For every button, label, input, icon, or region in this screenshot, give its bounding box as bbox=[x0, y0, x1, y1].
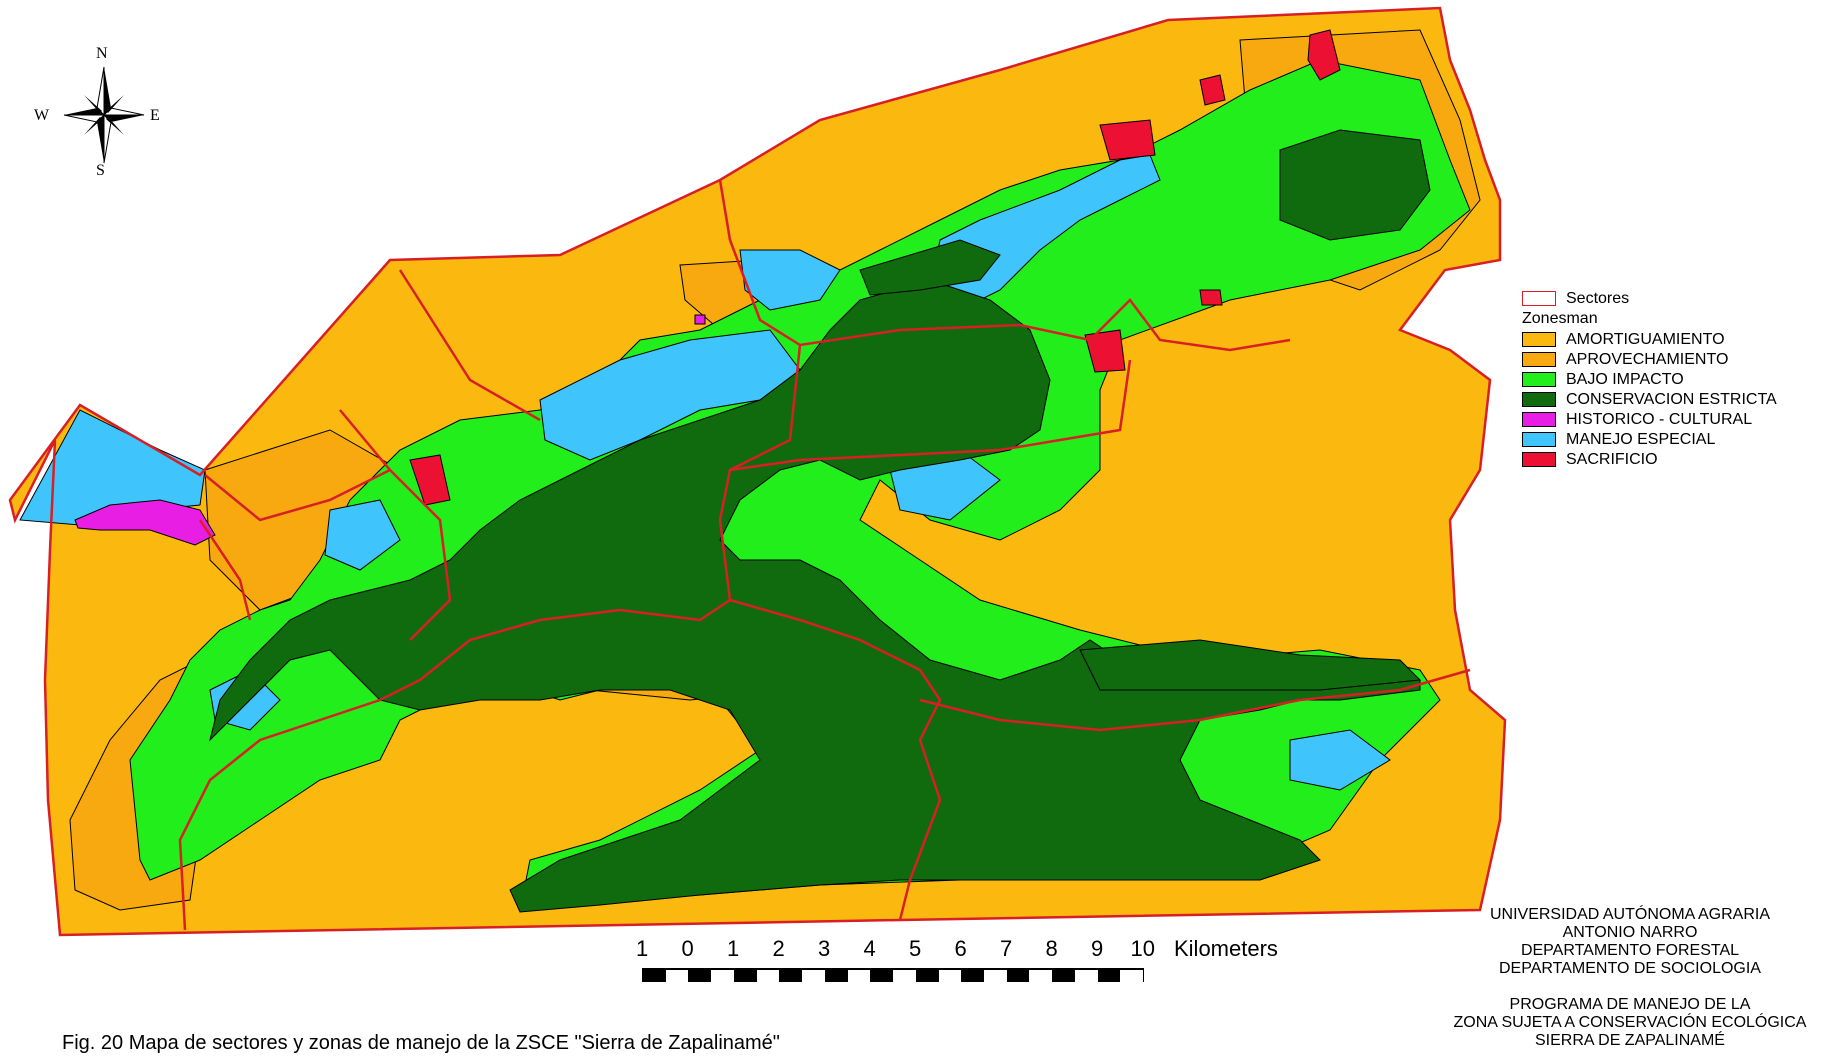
compass-east: E bbox=[150, 107, 160, 124]
amortiguamiento-swatch bbox=[1522, 332, 1556, 347]
compass-west: W bbox=[34, 107, 50, 124]
credit-line: UNIVERSIDAD AUTÓNOMA AGRARIA bbox=[1489, 906, 1771, 923]
credit-line: SIERRA DE ZAPALINAMÉ bbox=[1535, 1032, 1725, 1049]
compass-rose-icon bbox=[63, 66, 145, 164]
scale-unit: Kilometers bbox=[1174, 936, 1278, 961]
scale-segment bbox=[1097, 969, 1121, 982]
zone-manejo-especial bbox=[324, 499, 401, 571]
scale-segment bbox=[688, 969, 712, 982]
scale-segment bbox=[870, 969, 894, 982]
zone-conservacion-estricta bbox=[859, 239, 1001, 296]
zone-sacrificio bbox=[1099, 119, 1156, 161]
credit-line: PROGRAMA DE MANEJO DE LA bbox=[1509, 996, 1751, 1013]
aprovechamiento-swatch bbox=[1522, 352, 1556, 367]
scale-bar bbox=[642, 968, 1144, 982]
scale-segment bbox=[756, 969, 780, 982]
scale-segment bbox=[1052, 969, 1075, 982]
scale-segment bbox=[824, 969, 848, 982]
credit-line: ZONA SUJETA A CONSERVACIÓN ECOLÓGICA bbox=[1453, 1014, 1807, 1031]
scale-segment bbox=[1029, 969, 1053, 982]
zone-sacrificio bbox=[1199, 289, 1223, 306]
scale-segment bbox=[1120, 969, 1144, 982]
zone-conservacion-estricta bbox=[209, 279, 1421, 913]
scale-segment bbox=[1074, 969, 1098, 982]
scale-tick-label: 5 bbox=[909, 936, 922, 961]
zone-sacrificio bbox=[1084, 329, 1126, 373]
zone-historico-cultural bbox=[74, 499, 216, 546]
zone-manejo-especial bbox=[1289, 729, 1391, 791]
credit-line: DEPARTAMENTO FORESTAL bbox=[1520, 942, 1740, 959]
scale-segment bbox=[779, 969, 803, 982]
scale-segment bbox=[802, 969, 825, 982]
bajo-impacto-swatch bbox=[1522, 372, 1556, 387]
scale-segment bbox=[665, 969, 689, 982]
scale-tick-label: 1 bbox=[636, 936, 649, 961]
conservacion-estricta-swatch bbox=[1522, 392, 1556, 407]
scale-tick-label: 3 bbox=[818, 936, 831, 961]
scale-segment bbox=[961, 969, 985, 982]
credit-line: DEPARTAMENTO DE SOCIOLOGIA bbox=[1499, 960, 1761, 977]
scale-segment bbox=[938, 969, 962, 982]
scale-tick-label: 10 bbox=[1130, 936, 1155, 961]
scale-tick-label: 2 bbox=[772, 936, 785, 961]
manejo-especial-swatch bbox=[1522, 432, 1556, 447]
scale-segment bbox=[984, 969, 1007, 982]
zone-conservacion-estricta bbox=[1079, 639, 1422, 691]
zone-historico-cultural bbox=[694, 314, 706, 325]
scale-tick-label: 8 bbox=[1045, 936, 1058, 961]
scale-segment bbox=[711, 969, 734, 982]
scale-segment bbox=[643, 969, 666, 982]
scale-tick-label: 7 bbox=[1000, 936, 1013, 961]
scale-tick-label: 4 bbox=[863, 936, 876, 961]
legend-label: Sectores bbox=[1566, 290, 1630, 307]
zone-manejo-especial bbox=[739, 249, 841, 311]
scale-segment bbox=[847, 969, 871, 982]
compass-north: N bbox=[96, 45, 108, 62]
scale-tick-label: 6 bbox=[954, 936, 967, 961]
scale-tick-label: 9 bbox=[1091, 936, 1104, 961]
sectores-swatch bbox=[1522, 291, 1556, 306]
sacrificio-swatch bbox=[1522, 452, 1556, 467]
scale-segment bbox=[1006, 969, 1030, 982]
scale-segment bbox=[893, 969, 916, 982]
compass-south: S bbox=[96, 162, 105, 179]
scale-segment bbox=[915, 969, 939, 982]
sector-boundaries bbox=[8, 6, 1507, 937]
zone-sacrificio bbox=[1199, 74, 1226, 106]
scale-segment bbox=[733, 969, 757, 982]
credit-line bbox=[1420, 978, 1840, 996]
credit-line: ANTONIO NARRO bbox=[1562, 924, 1698, 941]
scale-tick-label: 1 bbox=[727, 936, 740, 961]
zone-sacrificio bbox=[1307, 29, 1341, 81]
zone-sacrificio bbox=[409, 454, 451, 506]
zone-conservacion-estricta bbox=[1279, 129, 1431, 241]
figure-caption: Fig. 20 Mapa de sectores y zonas de mane… bbox=[62, 1032, 780, 1054]
scale-tick-label: 0 bbox=[681, 936, 694, 961]
historico-cultural-swatch bbox=[1522, 412, 1556, 427]
